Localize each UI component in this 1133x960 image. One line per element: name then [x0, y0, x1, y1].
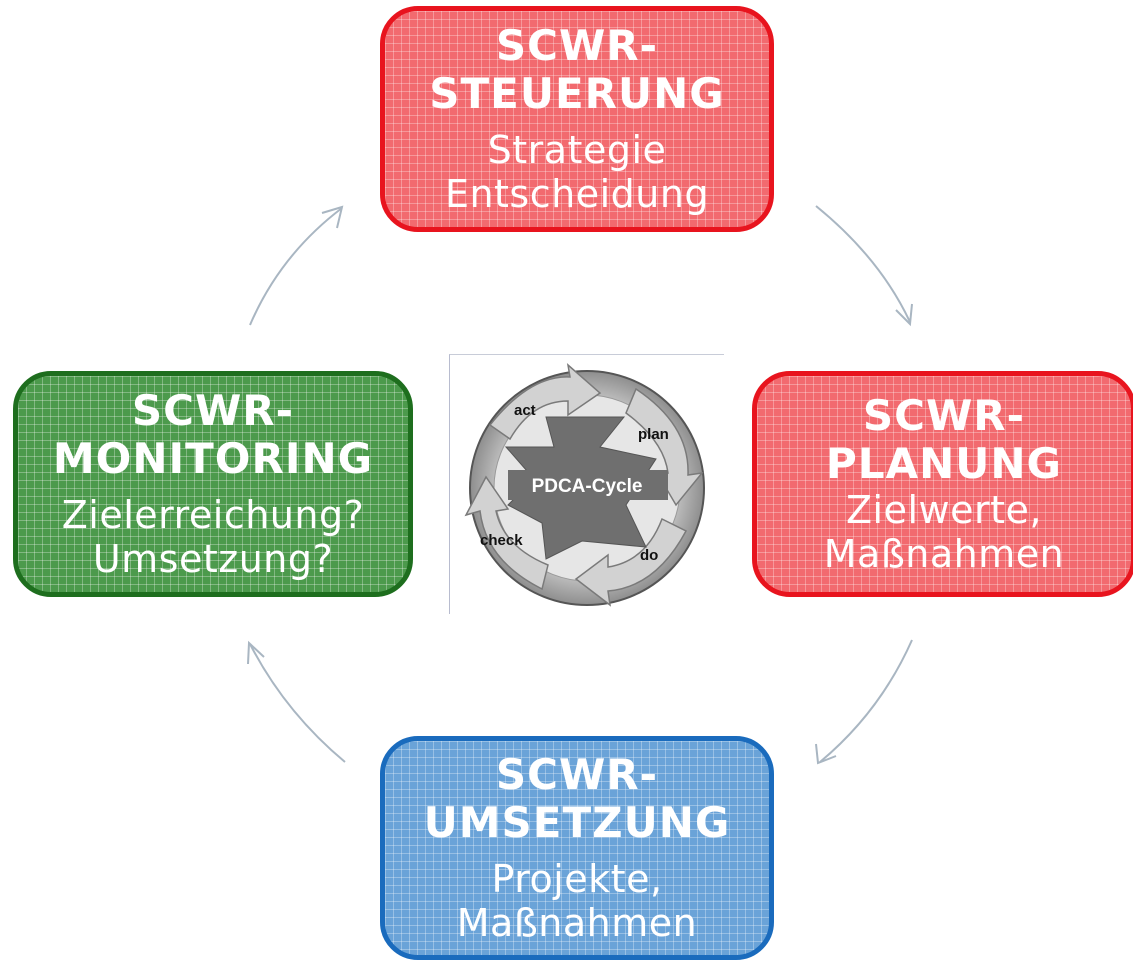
monitoring-line-1: Zielerreichung?	[61, 493, 365, 537]
arrowhead-monitoring	[247, 640, 265, 665]
steuerung-line-2: Entscheidung	[444, 172, 710, 216]
steuerung-line-1: Strategie	[487, 128, 667, 172]
pdca-arrow-do	[574, 517, 688, 607]
box-planung: SCWR- PLANUNG Zielwerte, Maßnahmen	[752, 371, 1133, 597]
umsetzung-title-2: UMSETZUNG	[423, 798, 731, 847]
pdca-label-act: act	[514, 402, 536, 419]
pdca-arrow-check	[464, 475, 549, 591]
box-umsetzung: SCWR- UMSETZUNG Projekte, Maßnahmen	[380, 736, 774, 960]
pdca-label-check: check	[480, 532, 523, 549]
pdca-center-label: PDCA-Cycle	[532, 476, 643, 497]
umsetzung-line-2: Maßnahmen	[456, 901, 698, 945]
arrow-monitoring-to-steuerung	[249, 207, 343, 326]
steuerung-title-2: STEUERUNG	[429, 69, 725, 118]
umsetzung-title-1: SCWR-	[495, 750, 659, 799]
arrowhead-steuerung	[321, 205, 344, 229]
planung-line-1: Zielwerte,	[846, 488, 1042, 532]
cycle-arrow-icon: PDCA-Cycle act plan do check	[464, 363, 705, 607]
arrowhead-planung	[895, 303, 913, 327]
pdca-center-label-bg	[508, 470, 668, 500]
pdca-arrow-act	[488, 363, 602, 441]
arrowhead-umsetzung	[815, 743, 837, 765]
monitoring-title-1: SCWR-	[131, 386, 295, 435]
arrow-planung-to-umsetzung	[819, 639, 913, 763]
planung-title-2: PLANUNG	[826, 439, 1062, 488]
planung-line-2: Maßnahmen	[823, 532, 1065, 576]
umsetzung-line-1: Projekte,	[491, 857, 663, 901]
pdca-arrow-plan	[625, 387, 704, 507]
steuerung-title-1: SCWR-	[495, 21, 659, 70]
box-steuerung: SCWR- STEUERUNG Strategie Entscheidung	[380, 6, 774, 232]
monitoring-title-2: MONITORING	[52, 434, 374, 483]
monitoring-line-2: Umsetzung?	[92, 537, 334, 581]
box-monitoring: SCWR- MONITORING Zielerreichung? Umsetzu…	[13, 371, 413, 597]
pdca-cycle-image: PDCA-Cycle act plan do check	[449, 354, 724, 614]
pdca-label-plan: plan	[638, 426, 669, 443]
arrow-umsetzung-to-monitoring	[249, 643, 346, 763]
pdca-label-do: do	[640, 547, 658, 564]
arrow-steuerung-to-planung	[815, 205, 911, 323]
planung-title-1: SCWR-	[862, 391, 1026, 440]
